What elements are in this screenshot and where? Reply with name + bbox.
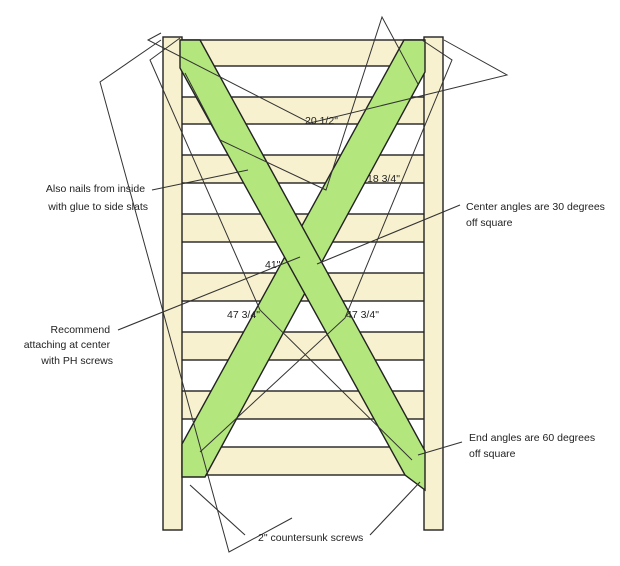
- callout-recommend-line1: Recommend: [51, 324, 111, 336]
- dim-label-inner-width: 18 3/4": [367, 173, 400, 185]
- callout-end-angles-line2: off square: [469, 448, 516, 460]
- dim-label-height: 41": [265, 259, 281, 271]
- leader-screws-left: [189, 484, 246, 536]
- callout-recommend: Recommend attaching at center with PH sc…: [24, 324, 113, 367]
- slat: [179, 154, 426, 184]
- leader-nails: [151, 169, 249, 191]
- dim-label-brace-right: 47 3/4": [346, 309, 379, 321]
- callout-recommend-line3: with PH screws: [40, 355, 113, 367]
- right-post: [423, 36, 444, 531]
- callout-center-angles-line2: off square: [466, 217, 513, 229]
- callout-center-angles: Center angles are 30 degrees off square: [466, 201, 608, 229]
- dim-height: [99, 39, 293, 553]
- leader-recommend: [117, 256, 301, 331]
- slat: [179, 331, 426, 361]
- dim-brace-left: [149, 37, 413, 461]
- leader-screws-right: [369, 481, 421, 536]
- leader-lines: [117, 169, 463, 536]
- callout-nails-line1: Also nails from inside: [46, 183, 145, 195]
- left-post: [162, 36, 183, 531]
- callout-center-angles-line1: Center angles are 30 degrees: [466, 201, 605, 213]
- callout-end-angles-line1: End angles are 60 degrees: [469, 432, 595, 444]
- callout-nails: Also nails from inside with glue to side…: [46, 183, 148, 213]
- callout-nails-line2: with glue to side slats: [47, 201, 148, 213]
- dim-brace-right: [199, 39, 453, 453]
- callout-recommend-line2: attaching at center: [24, 339, 111, 351]
- leader-center-angles: [316, 204, 461, 265]
- dim-inner-width: [184, 15, 419, 191]
- dim-overall-width: [146, 32, 509, 124]
- callout-screws: 2" countersunk screws: [258, 532, 363, 544]
- dim-label-overall-width: 20 1/2": [305, 115, 338, 127]
- dimension-lines: [99, 15, 509, 553]
- dim-label-brace-left: 47 3/4": [227, 309, 260, 321]
- callout-end-angles: End angles are 60 degrees off square: [469, 432, 598, 460]
- leader-end-angles: [417, 441, 463, 456]
- brace-left-to-right: [179, 39, 426, 492]
- slat: [179, 39, 426, 67]
